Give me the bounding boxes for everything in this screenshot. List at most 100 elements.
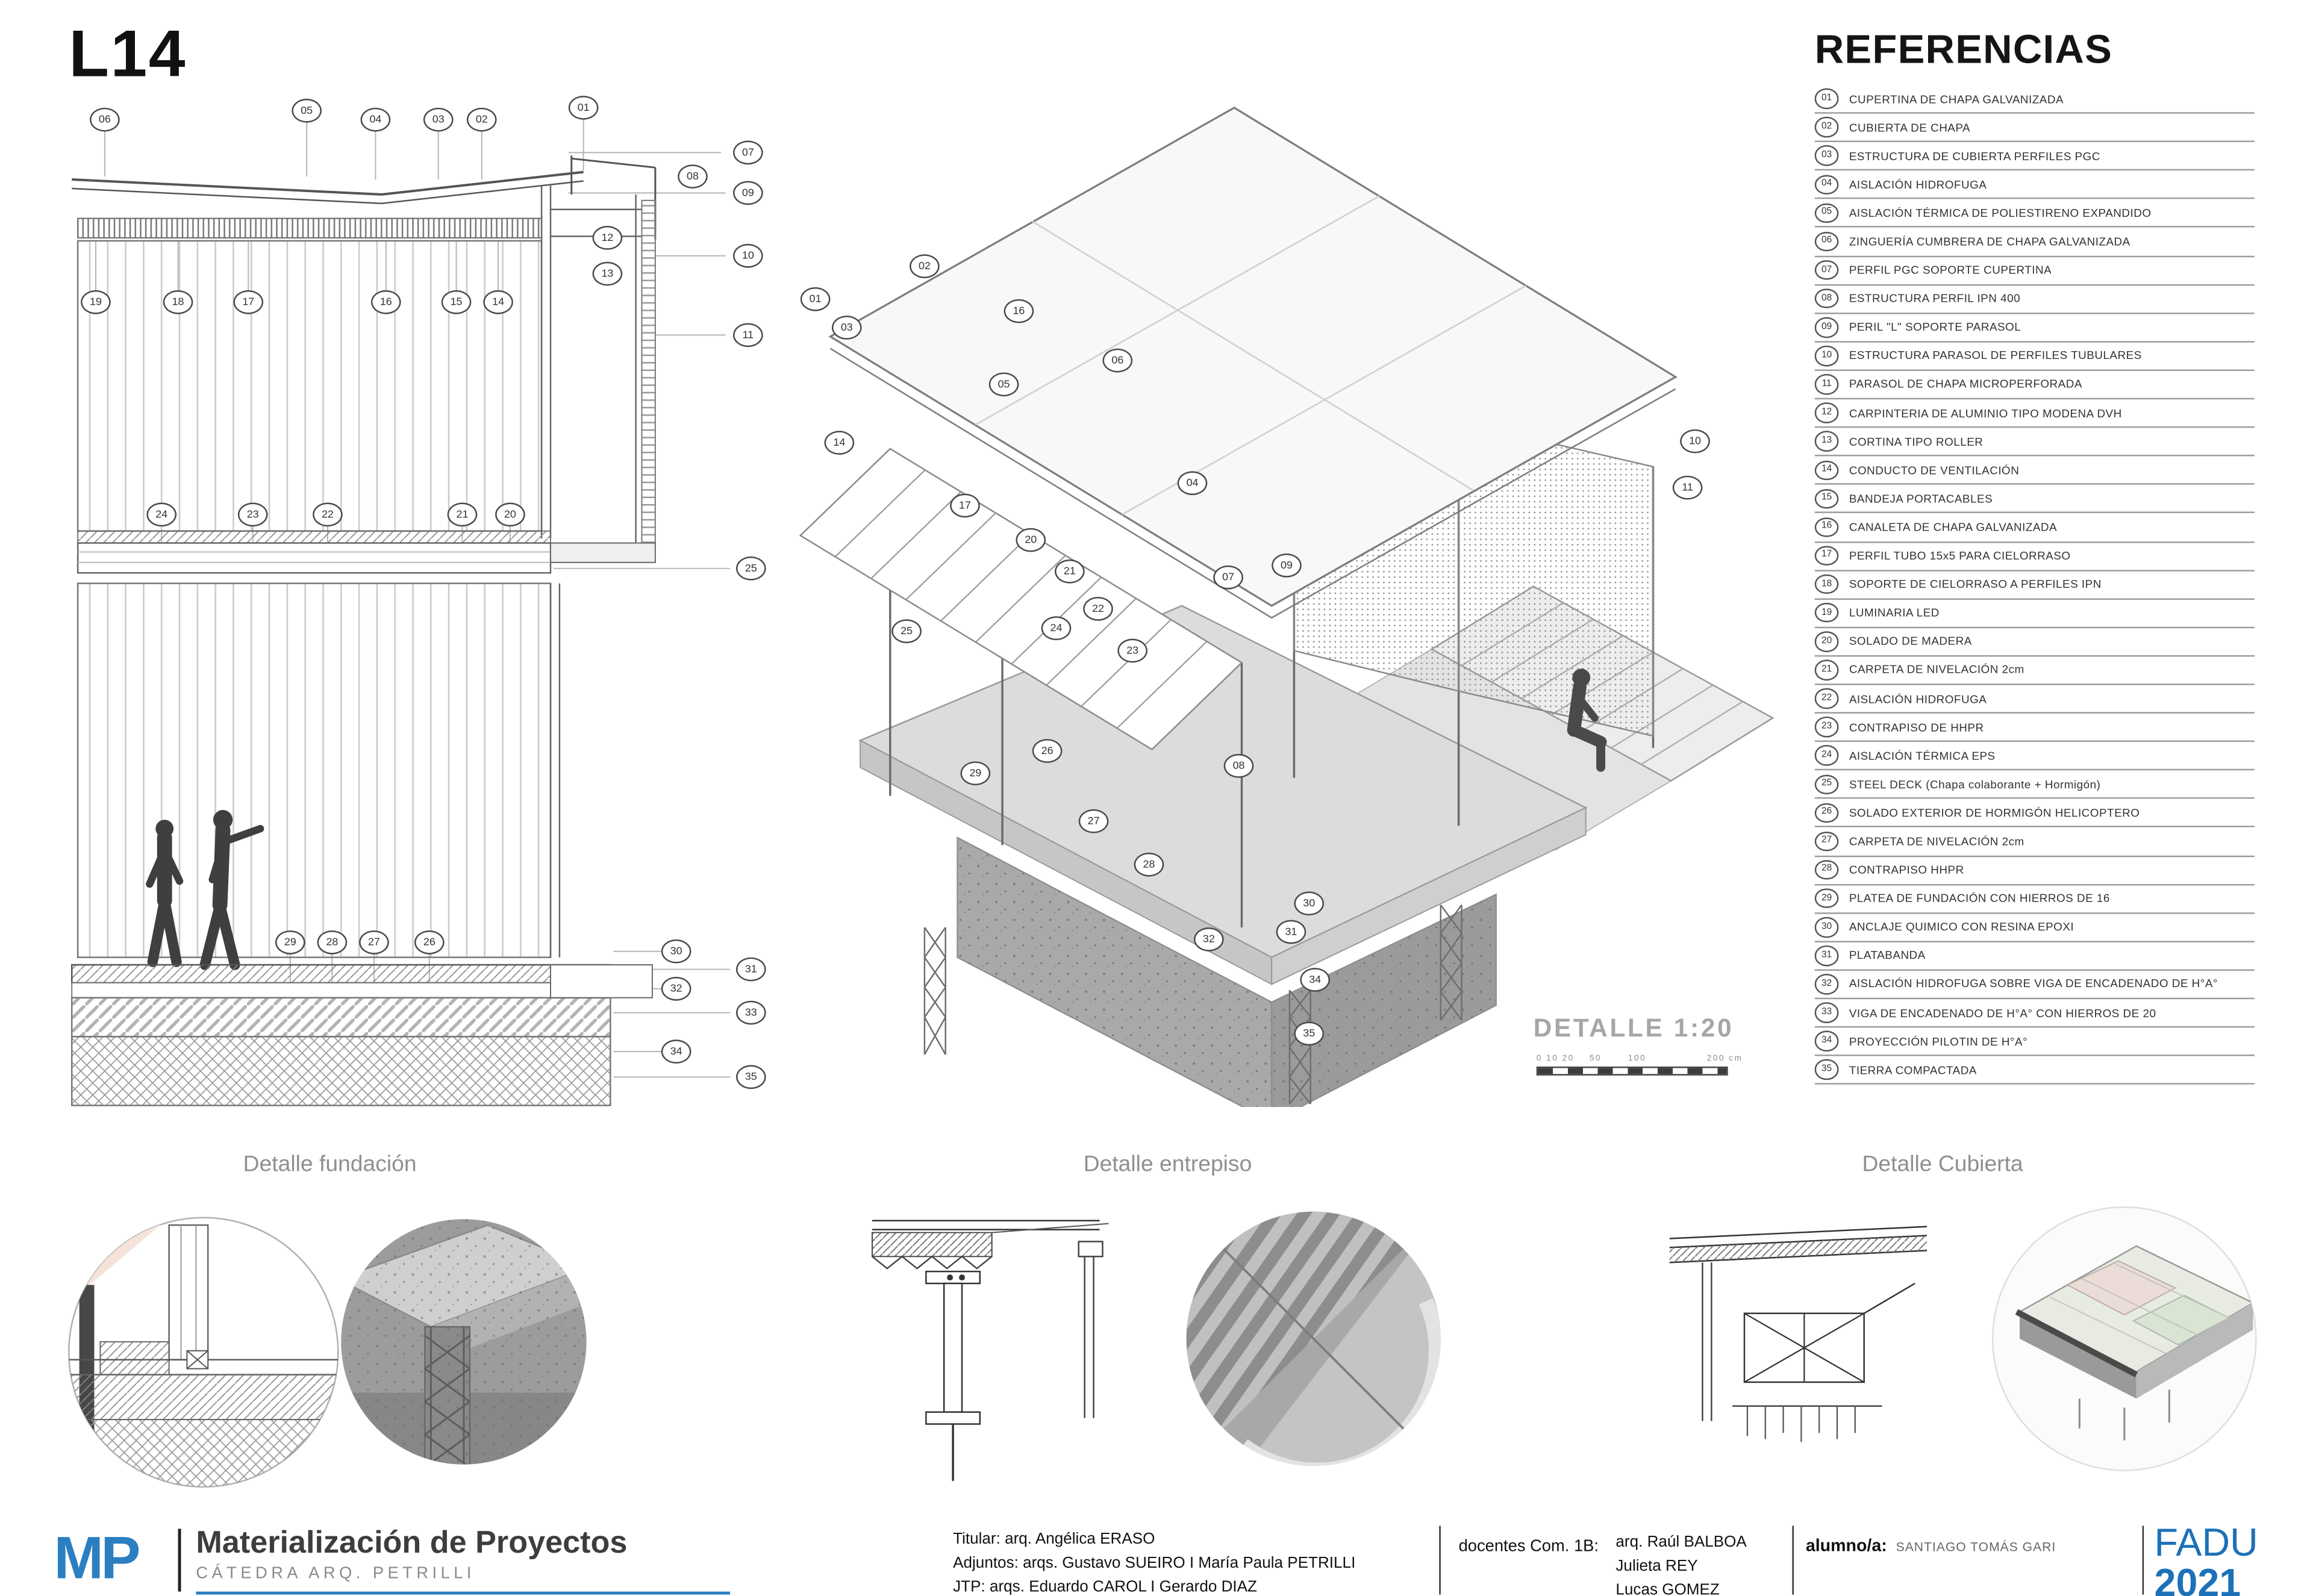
- callout-bubble: 09: [1272, 553, 1302, 578]
- scale-bar: 0 10 20 50 100 200 cm: [1536, 1055, 1741, 1076]
- reference-item: 23 CONTRAPISO DE HHPR: [1814, 714, 2255, 743]
- catedra-name: CÁTEDRA ARQ. PETRILLI: [196, 1564, 475, 1583]
- callout-number: 04: [1186, 476, 1199, 490]
- callout-number: 16: [1013, 304, 1025, 318]
- alumno-label: alumno/a:: [1805, 1538, 1887, 1556]
- detail-cubierta-photo: [1990, 1204, 2259, 1473]
- callout-bubble: 30: [1294, 891, 1325, 916]
- callout-bubble: 24: [1041, 616, 1072, 641]
- callout-bubble: 08: [678, 164, 708, 189]
- reference-number: 17: [1814, 546, 1839, 566]
- reference-item: 24 AISLACIÓN TÉRMICA EPS: [1814, 742, 2255, 771]
- reference-item: 27 CARPETA DE NIVELACIÓN 2cm: [1814, 828, 2255, 856]
- callout-number: 03: [840, 320, 853, 334]
- callout-number: 33: [744, 1006, 757, 1020]
- callout-number: 08: [687, 169, 699, 183]
- axonometric-linework: [799, 106, 1775, 1107]
- reference-text: CUBIERTA DE CHAPA: [1849, 120, 1971, 134]
- reference-item: 09 PERIL "L" SOPORTE PARASOL: [1814, 314, 2255, 343]
- reference-number: 35: [1814, 1059, 1839, 1080]
- callout-bubble: 28: [317, 930, 348, 955]
- reference-text: PROYECCIÓN PILOTIN DE H°A°: [1849, 1034, 2028, 1049]
- reference-number: 31: [1814, 945, 1839, 966]
- course-name: Materialización de Proyectos: [196, 1526, 628, 1560]
- reference-text: CONTRAPISO DE HHPR: [1849, 720, 1984, 734]
- callout-bubble: 10: [1680, 429, 1710, 454]
- callout-number: 26: [423, 935, 435, 949]
- reference-item: 03 ESTRUCTURA DE CUBIERTA PERFILES PGC: [1814, 142, 2255, 171]
- reference-text: ANCLAJE QUIMICO CON RESINA EPOXI: [1849, 920, 2074, 934]
- reference-item: 29 PLATEA DE FUNDACIÓN CON HIERROS DE 16: [1814, 885, 2255, 914]
- reference-number: 29: [1814, 888, 1839, 909]
- detail-fundacion-drawing: [64, 1213, 343, 1491]
- callout-number: 27: [1087, 814, 1100, 828]
- callout-number: 17: [242, 295, 255, 309]
- callout-bubble: 29: [275, 930, 305, 955]
- reference-text: CUPERTINA DE CHAPA GALVANIZADA: [1849, 92, 2064, 106]
- reference-text: VIGA DE ENCADENADO DE H°A° CON HIERROS D…: [1849, 1006, 2156, 1020]
- callout-number: 10: [1689, 434, 1701, 448]
- callout-bubble: 02: [910, 254, 940, 278]
- reference-number: 20: [1814, 631, 1839, 652]
- reference-text: TIERRA COMPACTADA: [1849, 1063, 1977, 1077]
- callout-number: 01: [809, 292, 822, 306]
- reference-item: 07 PERFIL PGC SOPORTE CUPERTINA: [1814, 257, 2255, 285]
- callout-number: 09: [741, 185, 754, 200]
- callout-number: 32: [1202, 932, 1215, 946]
- people-silhouettes: [146, 809, 264, 970]
- callout-bubble: 12: [592, 226, 623, 250]
- callout-number: 06: [98, 113, 111, 126]
- reference-text: PERFIL TUBO 15x5 PARA CIELORRASO: [1849, 549, 2071, 563]
- callout-bubble: 14: [824, 431, 855, 455]
- reference-text: PERIL "L" SOPORTE PARASOL: [1849, 320, 2021, 334]
- callout-number: 03: [432, 113, 445, 126]
- sheet-code: L14: [69, 17, 187, 92]
- reference-number: 11: [1814, 374, 1839, 395]
- reference-text: CORTINA TIPO ROLLER: [1849, 434, 1984, 449]
- callout-bubble: 11: [1672, 475, 1703, 500]
- jtp-line: JTP: arqs. Eduardo CAROL I Gerardo DIAZ: [953, 1577, 1258, 1595]
- callout-number: 09: [1281, 558, 1293, 572]
- callout-number: 35: [744, 1070, 757, 1084]
- footer-divider: [2142, 1526, 2144, 1595]
- callout-number: 08: [1232, 759, 1245, 773]
- alumno-name: SANTIAGO TOMÁS GARI: [1896, 1539, 2056, 1554]
- callout-number: 34: [1309, 973, 1322, 987]
- callout-bubble: 10: [733, 243, 763, 268]
- reference-item: 25 STEEL DECK (Chapa colaborante + Hormi…: [1814, 771, 2255, 800]
- callout-number: 21: [1063, 564, 1076, 578]
- footer-divider: [1439, 1526, 1441, 1595]
- reference-text: LUMINARIA LED: [1849, 606, 1940, 620]
- docentes-label: docentes Com. 1B:: [1458, 1538, 1599, 1556]
- credits-block: Titular: arq. Angélica ERASO Adjuntos: a…: [953, 1529, 1355, 1596]
- callout-bubble: 06: [90, 107, 120, 132]
- callout-bubble: 17: [950, 493, 980, 518]
- callout-number: 16: [379, 295, 392, 309]
- callout-number: 06: [1111, 354, 1124, 367]
- callout-number: 07: [1222, 570, 1235, 584]
- callout-bubble: 07: [1213, 565, 1243, 590]
- reference-item: 31 PLATABANDA: [1814, 942, 2255, 971]
- callout-bubble: 03: [423, 107, 454, 132]
- reference-number: 26: [1814, 802, 1839, 823]
- reference-text: PLATEA DE FUNDACIÓN CON HIERROS DE 16: [1849, 891, 2110, 906]
- reference-item: 34 PROYECCIÓN PILOTIN DE H°A°: [1814, 1028, 2255, 1056]
- callout-bubble: 04: [1177, 471, 1208, 496]
- detail-entrepiso-drawing: [860, 1194, 1144, 1485]
- callout-bubble: 02: [466, 107, 497, 132]
- callout-bubble: 34: [661, 1040, 691, 1064]
- callout-number: 28: [326, 935, 339, 949]
- callout-number: 32: [670, 982, 682, 996]
- reference-item: 01 CUPERTINA DE CHAPA GALVANIZADA: [1814, 86, 2255, 114]
- reference-item: 17 PERFIL TUBO 15x5 PARA CIELORRASO: [1814, 542, 2255, 571]
- callout-bubble: 26: [1032, 738, 1063, 763]
- callout-number: 24: [155, 507, 168, 522]
- callout-bubble: 03: [831, 316, 862, 340]
- reference-item: 30 ANCLAJE QUIMICO CON RESINA EPOXI: [1814, 914, 2255, 943]
- callout-number: 14: [833, 435, 846, 450]
- reference-number: 03: [1814, 146, 1839, 166]
- callout-number: 31: [1285, 924, 1297, 939]
- callout-number: 02: [475, 113, 488, 126]
- reference-number: 18: [1814, 574, 1839, 594]
- reference-item: 15 BANDEJA PORTACABLES: [1814, 485, 2255, 514]
